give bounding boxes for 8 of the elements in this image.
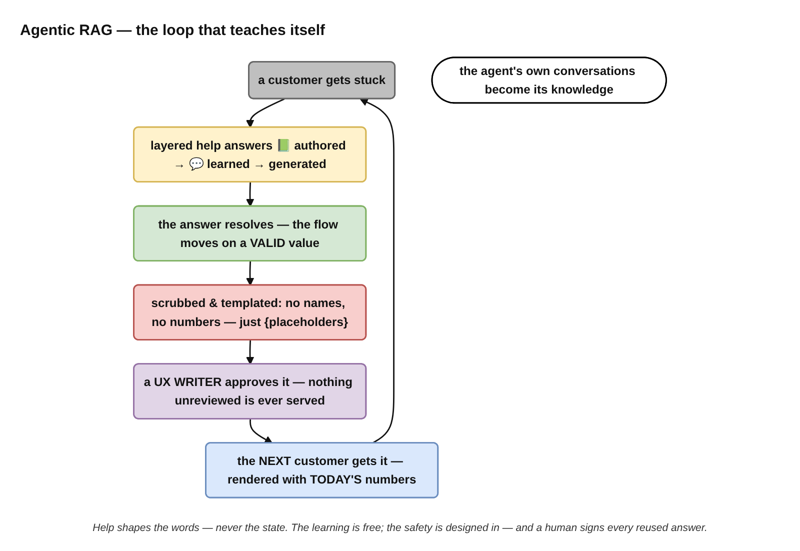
arrow — [250, 419, 273, 444]
arrow — [246, 261, 254, 286]
arrow — [246, 98, 285, 128]
diagram-title: Agentic RAG — the loop that teaches itself — [20, 22, 326, 39]
arrow — [360, 98, 394, 444]
caption: Help shapes the words — never the state. The learning is free; the safety is designed in — and a human signs every reused answer. — [92, 522, 708, 534]
arrow — [246, 340, 254, 365]
arrow — [246, 182, 254, 207]
